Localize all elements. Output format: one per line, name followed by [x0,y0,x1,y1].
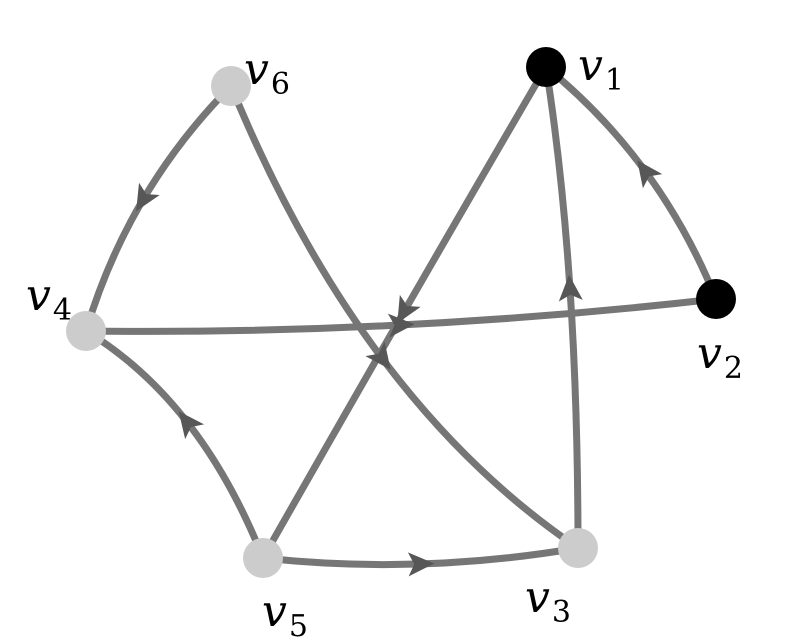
arrowhead-v1-to-v5 [397,294,421,324]
node-v2 [696,279,736,319]
node-label-v1: v1 [578,40,624,98]
arrowhead-v2-to-v1 [637,160,663,189]
node-label-letter-v5: v [262,586,287,637]
nodes-layer [66,47,736,578]
edge-v3-to-v1 [542,63,582,552]
node-label-letter-v2: v [697,328,722,379]
arrowheads-layer [136,160,663,577]
node-v1 [526,47,566,87]
node-v4 [66,311,106,351]
node-v6 [211,66,251,106]
arrowhead-v3-to-v1 [558,274,583,302]
node-label-v4: v4 [26,270,72,328]
node-label-index-v5: 5 [289,609,308,640]
node-label-index-v2: 2 [724,351,743,386]
node-v5 [243,538,283,578]
edge-v5-to-v4 [82,327,267,562]
arrowhead-v6-to-v3 [365,341,391,370]
node-label-v2: v2 [697,328,743,386]
node-label-letter-v6: v [244,44,269,95]
node-label-letter-v4: v [26,270,51,321]
arrowhead-v5-to-v3 [407,552,435,577]
node-label-v6: v6 [244,44,290,102]
edge-v6-to-v4 [82,82,235,335]
node-label-index-v4: 4 [53,293,72,328]
node-label-index-v3: 3 [552,595,571,630]
node-label-v5: v5 [262,586,308,640]
node-label-v3: v3 [525,572,571,630]
arrowhead-v5-to-v4 [178,411,205,440]
node-v3 [558,528,598,568]
node-label-index-v6: 6 [271,67,290,102]
node-label-index-v1: 1 [605,63,624,98]
arrowhead-v6-to-v4 [136,182,160,212]
node-label-letter-v1: v [578,40,603,91]
arrowhead-v4-to-v2 [387,313,415,338]
node-label-letter-v3: v [525,572,550,623]
